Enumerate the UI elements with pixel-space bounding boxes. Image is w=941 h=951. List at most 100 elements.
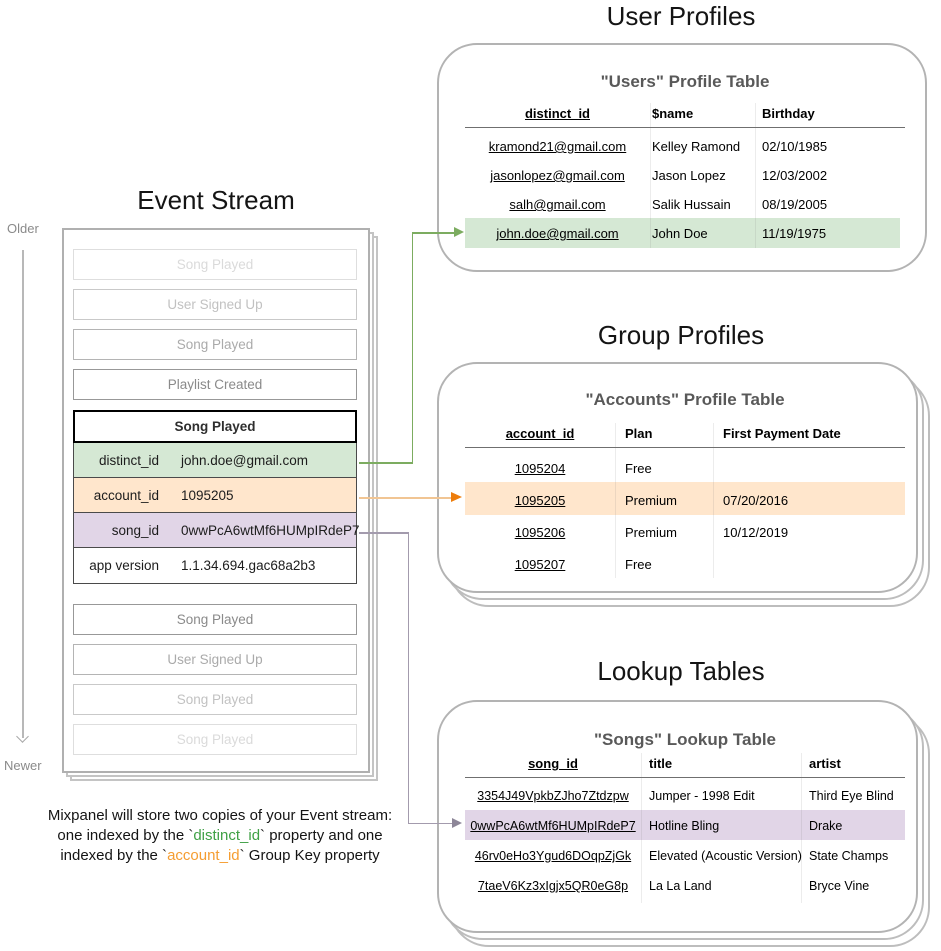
- cell-distinct-id: jasonlopez@gmail.com: [490, 168, 625, 183]
- column-header-name: $name: [652, 106, 694, 121]
- column-header-first-payment-date: First Payment Date: [723, 426, 841, 441]
- cell-plan: Premium: [625, 492, 678, 508]
- event-property-row-distinct-id: distinct_id john.doe@gmail.com: [73, 443, 357, 478]
- accounts-table: account_id Plan First Payment Date 10952…: [465, 420, 905, 580]
- cell-first-payment-date: 10/12/2019: [723, 524, 789, 540]
- event-item: Song Played: [73, 684, 357, 715]
- cell-birthday: 02/10/1985: [762, 139, 828, 154]
- accounts-highlight-band: [465, 482, 905, 515]
- table-row: kramond21@gmail.com Kelley Ramond 02/10/…: [465, 132, 905, 161]
- cell-artist: Third Eye Blind: [809, 789, 894, 803]
- users-highlight-band: [465, 218, 900, 248]
- table-row-highlighted: 0wwPcA6wtMf6HUMpIRdeP7 Hotline Bling Dra…: [465, 811, 905, 841]
- property-key: account_id: [93, 487, 159, 503]
- cell-distinct-id: john.doe@gmail.com: [496, 226, 619, 241]
- cell-title: La La Land: [649, 879, 712, 893]
- event-item: Song Played: [73, 329, 357, 360]
- column-divider: [801, 753, 802, 903]
- event-property-row-account-id: account_id 1095205: [73, 478, 357, 513]
- property-value: 0wwPcA6wtMf6HUMpIRdeP7: [181, 522, 360, 538]
- cell-song-id: 3354J49VpkbZJho7Ztdzpw: [477, 789, 629, 803]
- songs-table-header-row: song_id title artist: [465, 750, 905, 778]
- cell-title: Elevated (Acoustic Version): [649, 849, 802, 863]
- column-divider: [713, 423, 714, 578]
- event-stream-title: Event Stream: [137, 185, 295, 215]
- connector-song-id: [359, 532, 409, 534]
- property-value: 1095205: [181, 487, 234, 503]
- table-row: 1095206 Premium 10/12/2019: [465, 516, 905, 548]
- table-row: 46rv0eHo3Ygud6DOqpZjGk Elevated (Acousti…: [465, 841, 905, 871]
- column-header-title: title: [649, 756, 673, 771]
- cell-name: Salik Hussain: [652, 197, 731, 212]
- table-row: 1095207 Free: [465, 548, 905, 580]
- cell-account-id: 1095204: [514, 460, 566, 476]
- connector-song-id: [407, 822, 453, 824]
- users-table: distinct_id $name Birthday kramond21@gma…: [465, 100, 905, 248]
- cell-account-id: 1095207: [514, 556, 566, 572]
- property-key: app version: [89, 558, 159, 573]
- users-table-subtitle: "Users" Profile Table: [600, 72, 770, 91]
- caption-line3b: ` Group Key property: [239, 846, 380, 864]
- newer-label: Newer: [4, 758, 42, 773]
- cell-artist: Drake: [809, 819, 843, 833]
- arrow-down-icon: [16, 730, 29, 743]
- table-row: salh@gmail.com Salik Hussain 08/19/2005: [465, 190, 905, 219]
- arrowhead-icon: [451, 492, 462, 502]
- connector-distinct-id: [411, 232, 455, 234]
- property-key: song_id: [111, 522, 159, 538]
- table-row: 1095204 Free: [465, 452, 905, 484]
- cell-birthday: 12/03/2002: [762, 168, 828, 183]
- property-value: john.doe@gmail.com: [181, 452, 309, 468]
- caption-line2b: ` property and one: [260, 826, 383, 844]
- cell-song-id: 0wwPcA6wtMf6HUMpIRdeP7: [470, 819, 636, 833]
- arrowhead-icon: [452, 818, 462, 828]
- caption-account-id-code: account_id: [167, 846, 240, 864]
- table-row: 3354J49VpkbZJho7Ztdzpw Jumper - 1998 Edi…: [465, 781, 905, 811]
- event-item: User Signed Up: [73, 644, 357, 675]
- caption-line1: Mixpanel will store two copies of your E…: [47, 807, 393, 824]
- lookup-tables-title: Lookup Tables: [597, 656, 765, 686]
- column-header-account-id: account_id: [505, 426, 575, 441]
- column-divider: [650, 103, 651, 248]
- group-profiles-title: Group Profiles: [597, 320, 765, 350]
- caption-line3a: indexed by the `: [60, 846, 168, 864]
- accounts-table-subtitle: "Accounts" Profile Table: [585, 390, 785, 409]
- column-header-plan: Plan: [625, 426, 653, 441]
- column-divider: [615, 423, 616, 578]
- column-header-distinct-id: distinct_id: [524, 106, 590, 121]
- caption-line2a: one indexed by the `: [57, 826, 194, 844]
- older-label: Older: [7, 221, 39, 236]
- arrowhead-icon: [454, 227, 464, 237]
- caption: Mixpanel will store two copies of your E…: [36, 806, 404, 866]
- cell-birthday: 08/19/2005: [762, 197, 828, 212]
- connector-distinct-id: [411, 233, 413, 463]
- cell-artist: State Champs: [809, 849, 889, 863]
- songs-highlight-band: [465, 810, 905, 840]
- event-item: Playlist Created: [73, 369, 357, 400]
- event-item: Song Played: [73, 249, 357, 280]
- event-item: Song Played: [73, 724, 357, 755]
- cell-title: Hotline Bling: [649, 819, 720, 833]
- cell-name: Kelley Ramond: [652, 139, 741, 154]
- property-value: 1.1.34.694.gac68a2b3: [181, 558, 316, 573]
- event-property-row-song-id: song_id 0wwPcA6wtMf6HUMpIRdeP7: [73, 513, 360, 548]
- column-header-song-id: song_id: [528, 756, 578, 771]
- expanded-event-header: Song Played: [73, 410, 357, 443]
- cell-artist: Bryce Vine: [809, 879, 870, 893]
- column-divider: [755, 103, 756, 248]
- cell-title: Jumper - 1998 Edit: [649, 789, 755, 803]
- songs-table-body: 3354J49VpkbZJho7Ztdzpw Jumper - 1998 Edi…: [465, 781, 905, 901]
- event-item: User Signed Up: [73, 289, 357, 320]
- caption-distinct-id-code: distinct_id: [193, 826, 261, 844]
- songs-table-subtitle: "Songs" Lookup Table: [593, 730, 777, 749]
- cell-distinct-id: salh@gmail.com: [509, 197, 606, 212]
- timeline-arrow: [22, 250, 24, 738]
- table-row: 7taeV6Kz3xIgjx5QR0eG8p La La Land Bryce …: [465, 871, 905, 901]
- property-key: distinct_id: [98, 452, 159, 468]
- cell-distinct-id: kramond21@gmail.com: [488, 139, 627, 154]
- songs-table: song_id title artist 3354J49VpkbZJho7Ztd…: [465, 750, 905, 901]
- cell-account-id: 1095206: [514, 524, 566, 540]
- table-row-highlighted: john.doe@gmail.com John Doe 11/19/1975: [465, 219, 905, 248]
- column-divider: [641, 753, 642, 903]
- connector-account-id: [359, 497, 452, 499]
